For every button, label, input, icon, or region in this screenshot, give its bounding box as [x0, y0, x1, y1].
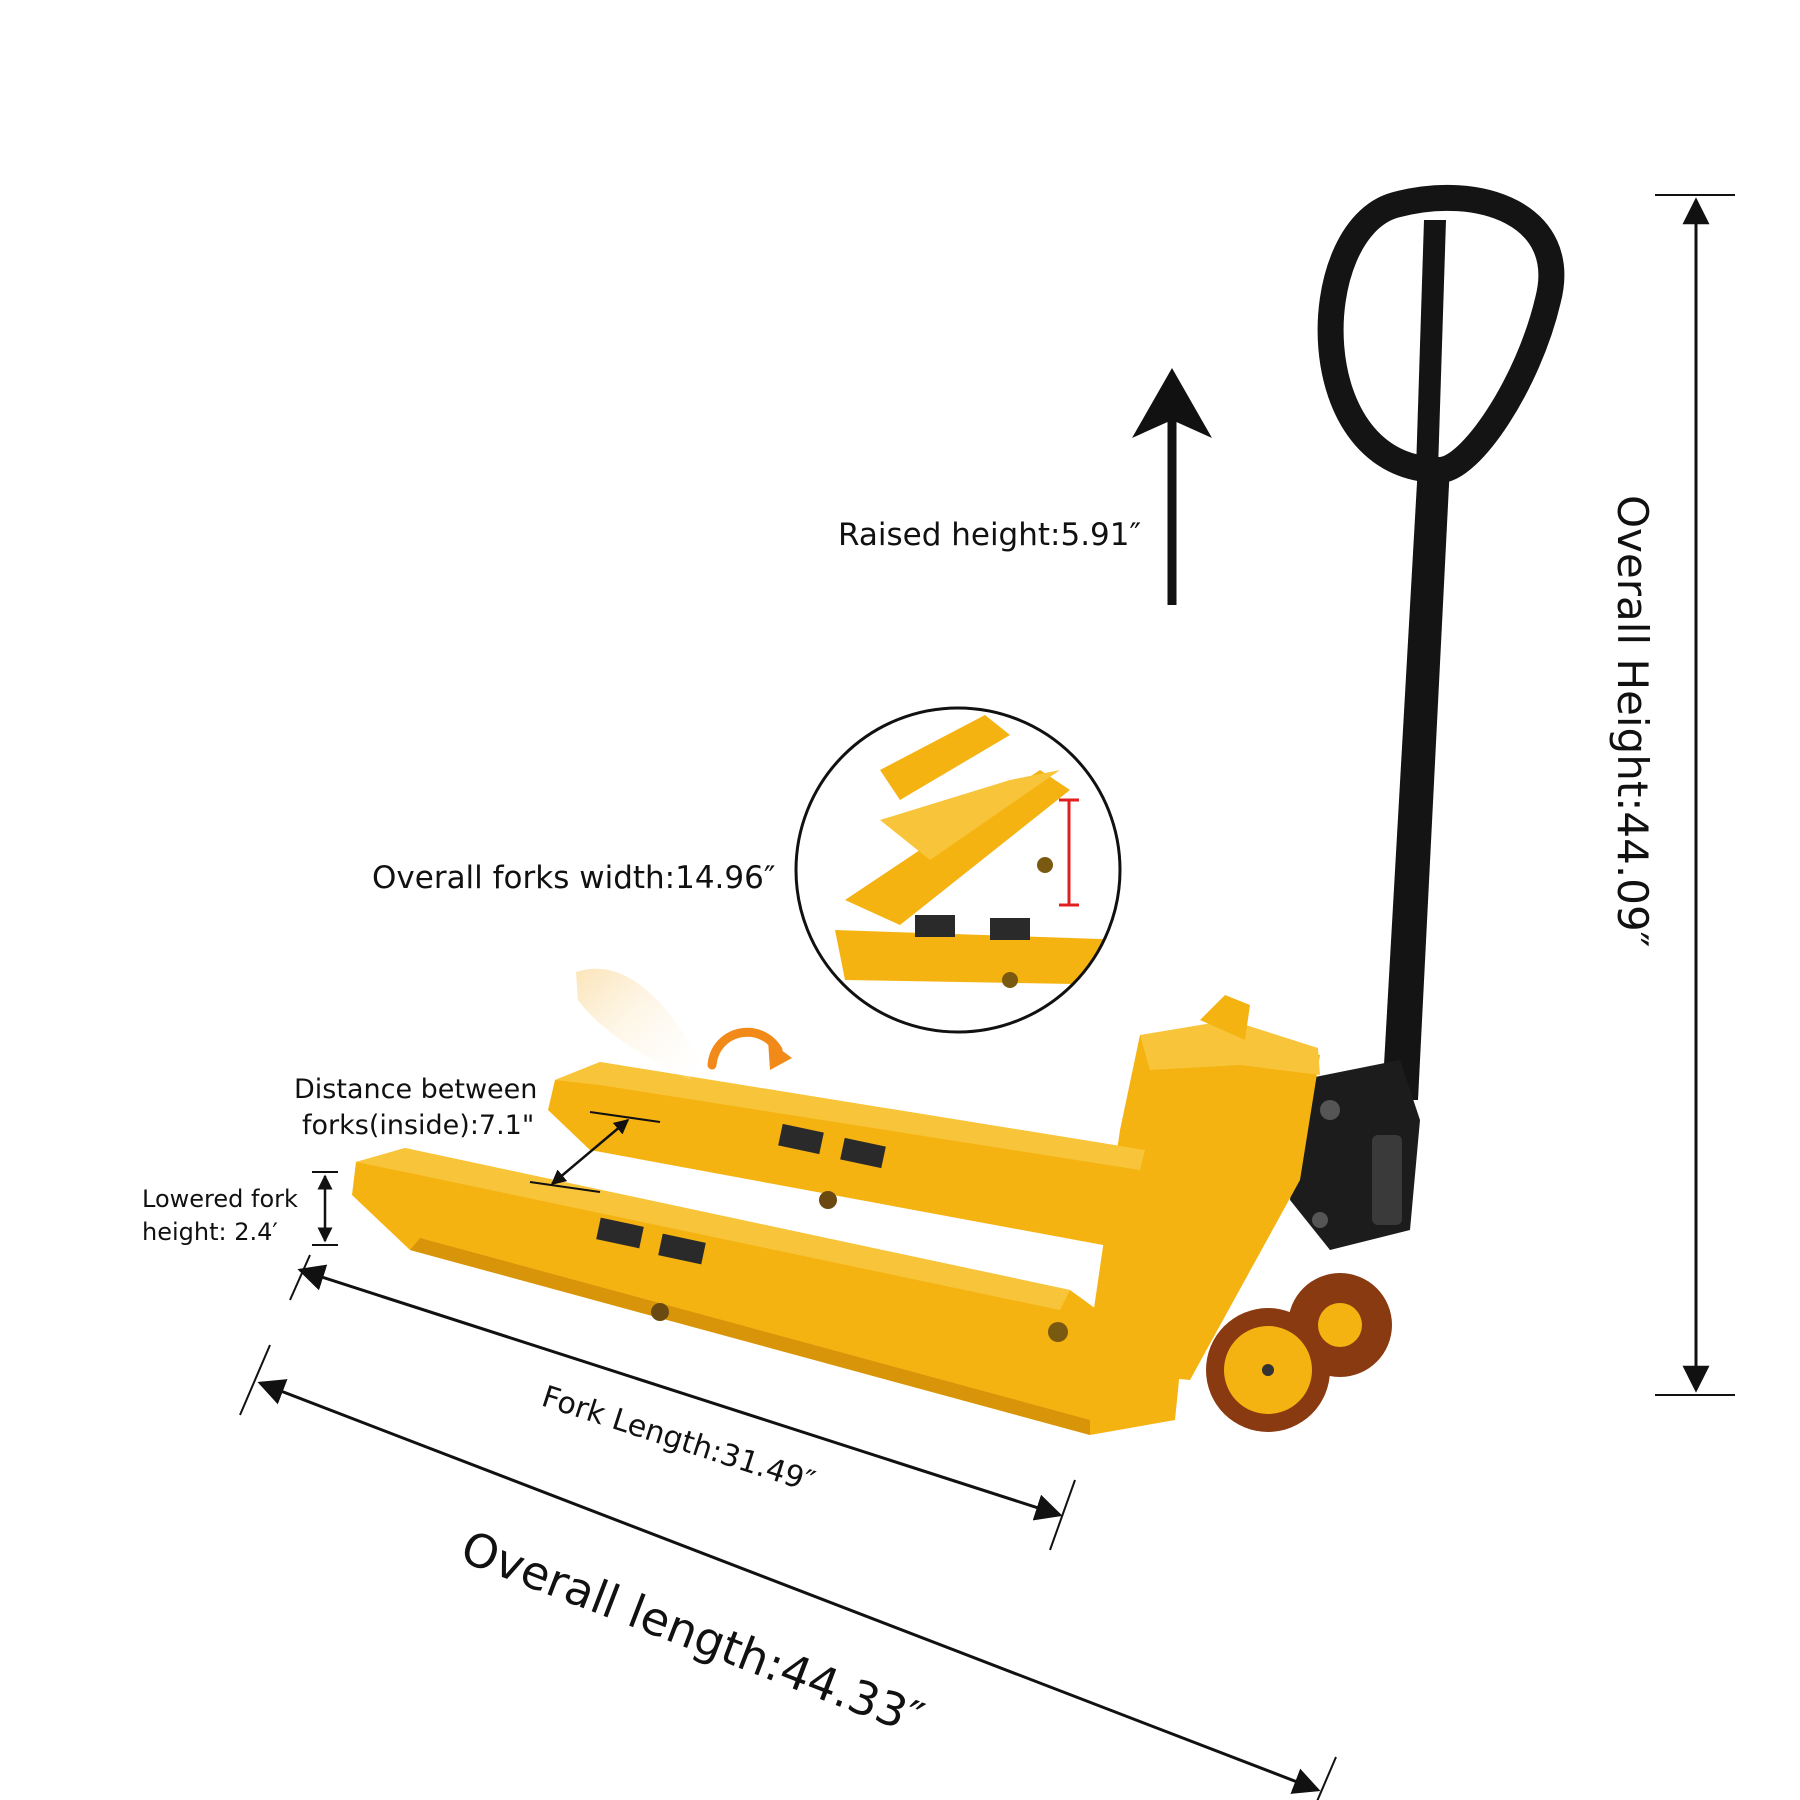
overall-height-dimension	[1655, 194, 1735, 1396]
handle-assembly	[1290, 185, 1565, 1250]
detail-inset	[794, 706, 1122, 1034]
rotate-arrow-head-icon	[768, 1040, 792, 1070]
chassis-tab	[1200, 995, 1250, 1040]
lowered-fork-label-line1: Lowered fork	[142, 1185, 298, 1213]
inset-fork-upper	[880, 715, 1010, 800]
fork-length-dimension	[289, 1254, 1076, 1551]
inset-bolt	[1037, 857, 1053, 873]
fork-roller	[819, 1191, 837, 1209]
raised-height-label: Raised height:5.91″	[838, 517, 1141, 553]
front-wheel-axle	[1262, 1364, 1274, 1376]
fork-bolt	[1048, 1322, 1068, 1342]
inset-fork-raised-top	[880, 770, 1060, 860]
distance-between-label-line2: forks(inside):7.1"	[302, 1110, 534, 1141]
rotate-arrow-icon	[707, 1027, 783, 1070]
inset-window	[990, 918, 1030, 940]
pump-bolt	[1320, 1100, 1340, 1120]
chassis-top	[1140, 1020, 1320, 1075]
inset-border	[794, 706, 1122, 1034]
handle-loop	[1317, 185, 1565, 483]
rear-fork-top	[555, 1062, 1145, 1170]
lowered-height-dimension	[312, 1171, 338, 1246]
fork-window	[658, 1233, 706, 1265]
overall-height-label: Overall Height:44.09″	[1608, 495, 1657, 947]
handle-spine	[1416, 220, 1446, 470]
ghost-fork-tip	[576, 968, 700, 1080]
pump-bolt	[1312, 1212, 1328, 1228]
raised-height-arrow-head-icon	[1132, 368, 1212, 438]
overall-length-label: Overall length:44.33″	[454, 1520, 931, 1746]
handle-shaft	[1382, 465, 1450, 1100]
distance-between-label-line1: Distance between	[294, 1074, 537, 1105]
rear-wheel-hub	[1318, 1303, 1362, 1347]
distance-between-dimension	[529, 1111, 661, 1193]
overall-forks-width-label: Overall forks width:14.96″	[372, 860, 775, 896]
lowered-fork-label-line2: height: 2.4′	[142, 1218, 278, 1246]
pump-spring	[1372, 1135, 1402, 1225]
fork-window	[840, 1137, 886, 1169]
chassis-upright	[1085, 1035, 1320, 1380]
fork-window	[778, 1123, 824, 1155]
inset-window	[915, 915, 955, 937]
fork-length-label: Fork Length:31.49″	[538, 1379, 819, 1500]
fork-roller	[651, 1303, 669, 1321]
fork-frame	[352, 995, 1320, 1435]
inset-fork-lower	[835, 930, 1120, 985]
inset-fork-raised	[845, 770, 1070, 925]
inset-bolt	[1002, 972, 1018, 988]
fork-window	[596, 1217, 644, 1249]
